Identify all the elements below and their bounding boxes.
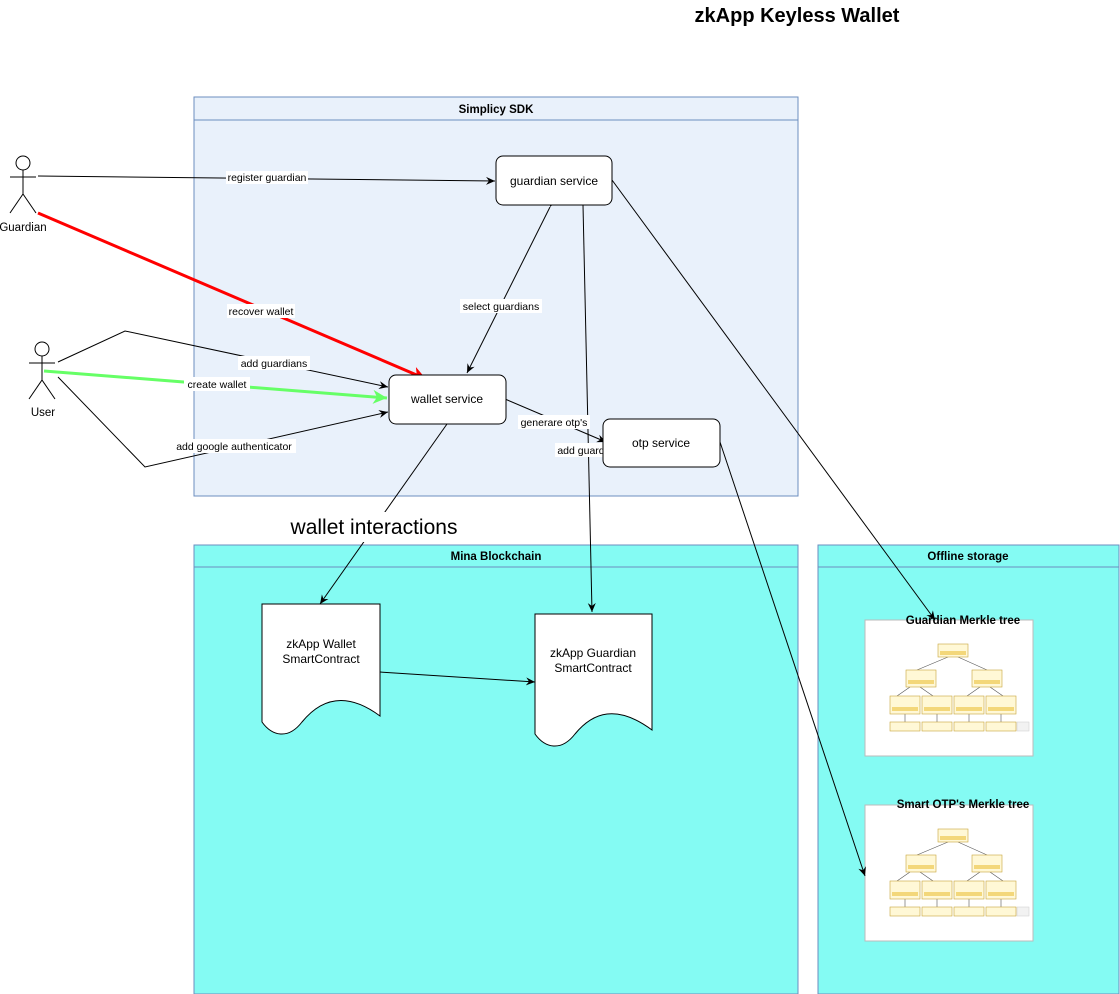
offline-storage-title: Offline storage (927, 551, 1008, 563)
guardian-service-label: guardian service (510, 174, 598, 188)
wallet-service-node[interactable]: wallet service (388, 374, 507, 425)
label-wallet-interactions: wallet interactions (290, 516, 458, 539)
edge-wallet-to-guardian-contract (379, 671, 536, 686)
edge-add-google-authenticator (57, 376, 389, 468)
guardian-contract-node[interactable]: zkApp Guardian SmartContract (534, 613, 653, 747)
sdk-container-title: Simplicy SDK (459, 104, 534, 116)
edge-otp-service-to-tree (719, 441, 866, 877)
edge-guardian-service-to-tree (611, 179, 936, 621)
label-register-guardian: register guardian (228, 172, 307, 184)
wallet-contract-label-line2: SmartContract (282, 652, 360, 666)
diagram-title: zkApp Keyless Wallet (695, 5, 900, 27)
otp-service-label: otp service (632, 436, 690, 450)
guardian-service-node[interactable]: guardian service (495, 155, 613, 206)
guardian-contract-label-line2: SmartContract (554, 661, 632, 675)
edge-recover-wallet (37, 211, 427, 381)
label-select-guardians: select guardians (463, 301, 539, 313)
guardian-merkle-tree (864, 619, 1034, 757)
wallet-contract-label-line1: zkApp Wallet (286, 637, 356, 651)
label-generate-otps: generare otp's (521, 417, 588, 429)
otp-merkle-tree-title: Smart OTP's Merkle tree (897, 799, 1030, 811)
guardian-merkle-tree-title: Guardian Merkle tree (906, 615, 1020, 627)
wallet-contract-node[interactable]: zkApp Wallet SmartContract (261, 603, 381, 735)
guardian-actor-label: Guardian (0, 222, 47, 234)
label-add-google-authenticator: add google authenticator (176, 441, 292, 453)
otp-merkle-tree (864, 804, 1034, 942)
user-actor[interactable] (28, 341, 56, 400)
otp-service-node[interactable]: otp service (602, 418, 721, 468)
blockchain-container-title: Mina Blockchain (451, 551, 542, 563)
edge-select-guardians (466, 197, 558, 374)
guardian-contract-label-line1: zkApp Guardian (550, 646, 636, 660)
edge-add-guardian (582, 204, 596, 613)
label-add-guardians: add guardians (241, 358, 308, 370)
label-recover-wallet: recover wallet (229, 306, 294, 318)
guardian-actor[interactable] (9, 155, 37, 214)
user-actor-label: User (31, 407, 55, 419)
wallet-service-label: wallet service (410, 392, 483, 406)
label-create-wallet: create wallet (188, 379, 247, 391)
